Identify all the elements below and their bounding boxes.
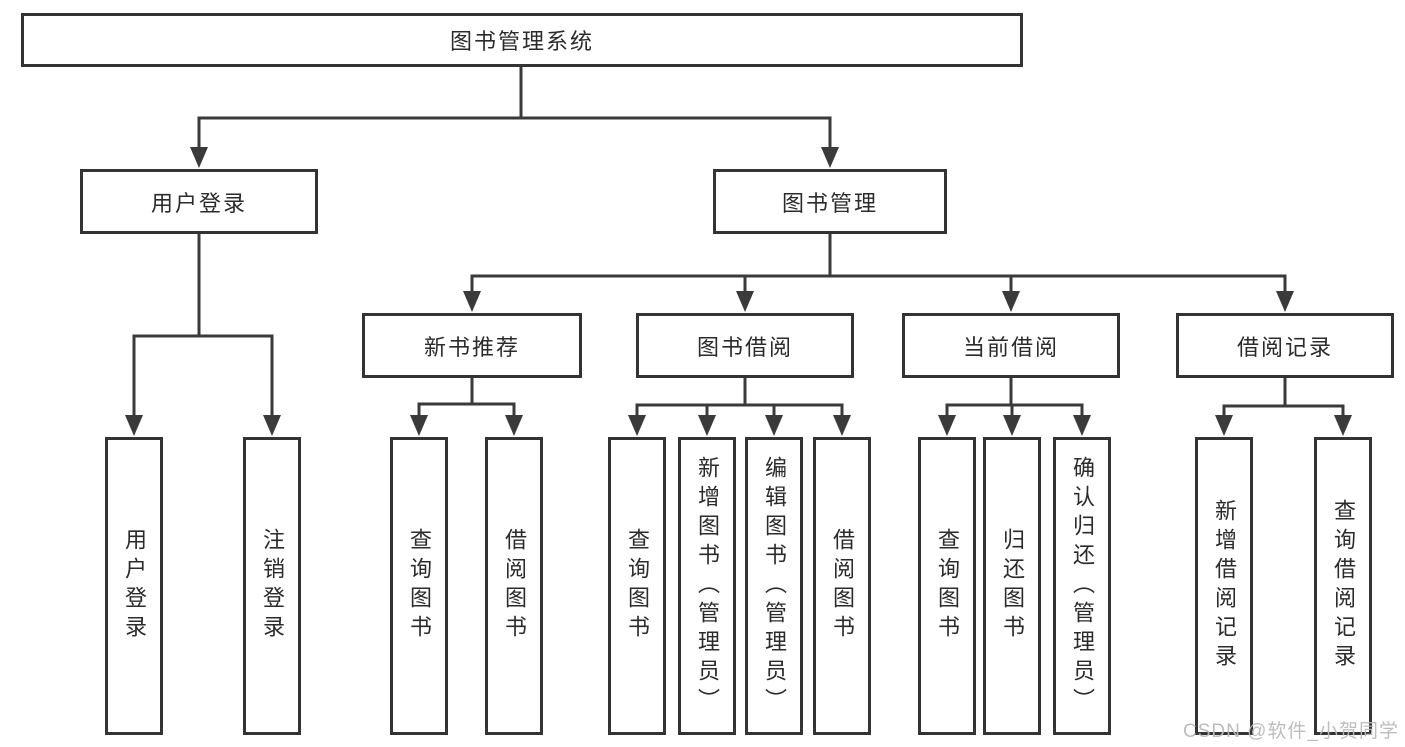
arrowhead-down [765, 415, 783, 436]
leaf-user-login: 用户登录 [105, 437, 163, 735]
arrowhead-down [263, 415, 281, 436]
leaf-label: 借阅图书 [830, 528, 855, 644]
arrowhead-down [698, 415, 716, 436]
leaf-label: 查询图书 [935, 528, 960, 644]
leaf-return-book: 归还图书 [983, 437, 1041, 735]
arrowhead-down [1276, 291, 1294, 312]
leaf-label: 归还图书 [1000, 528, 1025, 644]
edge-line [945, 375, 1084, 418]
edge-line [1222, 375, 1345, 418]
arrowhead-down [190, 147, 208, 168]
leaf-label: 借阅图书 [502, 528, 527, 644]
edge-line [132, 232, 274, 418]
node-book-management-label: 图书管理 [781, 190, 878, 216]
node-book-management: 图书管理 [713, 169, 947, 234]
leaf-query-book-recommend: 查询图书 [390, 437, 448, 735]
leaf-borrow-book-recommend: 借阅图书 [485, 437, 543, 735]
node-root: 图书管理系统 [21, 13, 1023, 67]
arrowhead-down [821, 147, 839, 168]
leaf-add-borrow-record: 新增借阅记录 [1195, 437, 1253, 735]
node-book-borrow-label: 图书借阅 [696, 334, 793, 360]
leaf-logout: 注销登录 [243, 437, 301, 735]
arrowhead-down [1334, 415, 1352, 436]
arrowhead-down [505, 415, 523, 436]
node-borrow-records: 借阅记录 [1176, 313, 1394, 378]
connector-user-login-children [125, 232, 281, 436]
edge-line [635, 375, 844, 418]
leaf-add-book-admin: 新增图书（管理员） [678, 437, 736, 735]
connector-book-borrow-children [628, 375, 851, 436]
watermark: CSDN @软件_小贺同学 [1183, 721, 1399, 742]
node-current-borrow-label: 当前借阅 [962, 334, 1059, 360]
arrowhead-down [1215, 415, 1233, 436]
arrowhead-down [1073, 415, 1091, 436]
arrowhead-down [1003, 415, 1021, 436]
leaf-query-borrow-record: 查询借阅记录 [1314, 437, 1372, 735]
leaf-query-book-current: 查询图书 [918, 437, 976, 735]
arrowhead-down [628, 415, 646, 436]
node-user-login-label: 用户登录 [150, 190, 247, 216]
node-borrow-records-label: 借阅记录 [1236, 334, 1333, 360]
leaf-label: 新增图书（管理员） [695, 455, 720, 717]
edge-line [417, 375, 516, 418]
node-new-book-recommend-label: 新书推荐 [423, 334, 520, 360]
arrowhead-down [938, 415, 956, 436]
leaf-query-book-borrow: 查询图书 [608, 437, 666, 735]
arrowhead-down [125, 415, 143, 436]
node-user-login: 用户登录 [80, 169, 318, 234]
arrowhead-down [833, 415, 851, 436]
leaf-borrow-book: 借阅图书 [813, 437, 871, 735]
connector-book-management-children [463, 232, 1294, 312]
leaf-label: 确认归还（管理员） [1070, 455, 1095, 717]
node-book-borrow: 图书借阅 [636, 313, 854, 378]
node-current-borrow: 当前借阅 [902, 313, 1120, 378]
leaf-edit-book-admin: 编辑图书（管理员） [745, 437, 803, 735]
leaf-label: 编辑图书（管理员） [762, 455, 787, 717]
arrowhead-down [736, 291, 754, 312]
edge-line [470, 232, 1287, 294]
leaf-label: 用户登录 [122, 528, 147, 644]
arrowhead-down [1002, 291, 1020, 312]
arrowhead-down [463, 291, 481, 312]
leaf-label: 查询图书 [407, 528, 432, 644]
leaf-label: 新增借阅记录 [1212, 499, 1237, 673]
connector-new-book-recommend-children [410, 375, 523, 436]
node-new-book-recommend: 新书推荐 [362, 313, 582, 378]
connector-borrow-records-children [1215, 375, 1352, 436]
connector-root-to-level2 [190, 66, 839, 168]
leaf-confirm-return-admin: 确认归还（管理员） [1053, 437, 1111, 735]
node-root-label: 图书管理系统 [449, 29, 594, 54]
leaf-label: 注销登录 [260, 528, 285, 644]
edge-line [197, 66, 832, 150]
leaf-label: 查询借阅记录 [1331, 499, 1356, 673]
arrowhead-down [410, 415, 428, 436]
leaf-label: 查询图书 [625, 528, 650, 644]
connector-current-borrow-children [938, 375, 1091, 436]
